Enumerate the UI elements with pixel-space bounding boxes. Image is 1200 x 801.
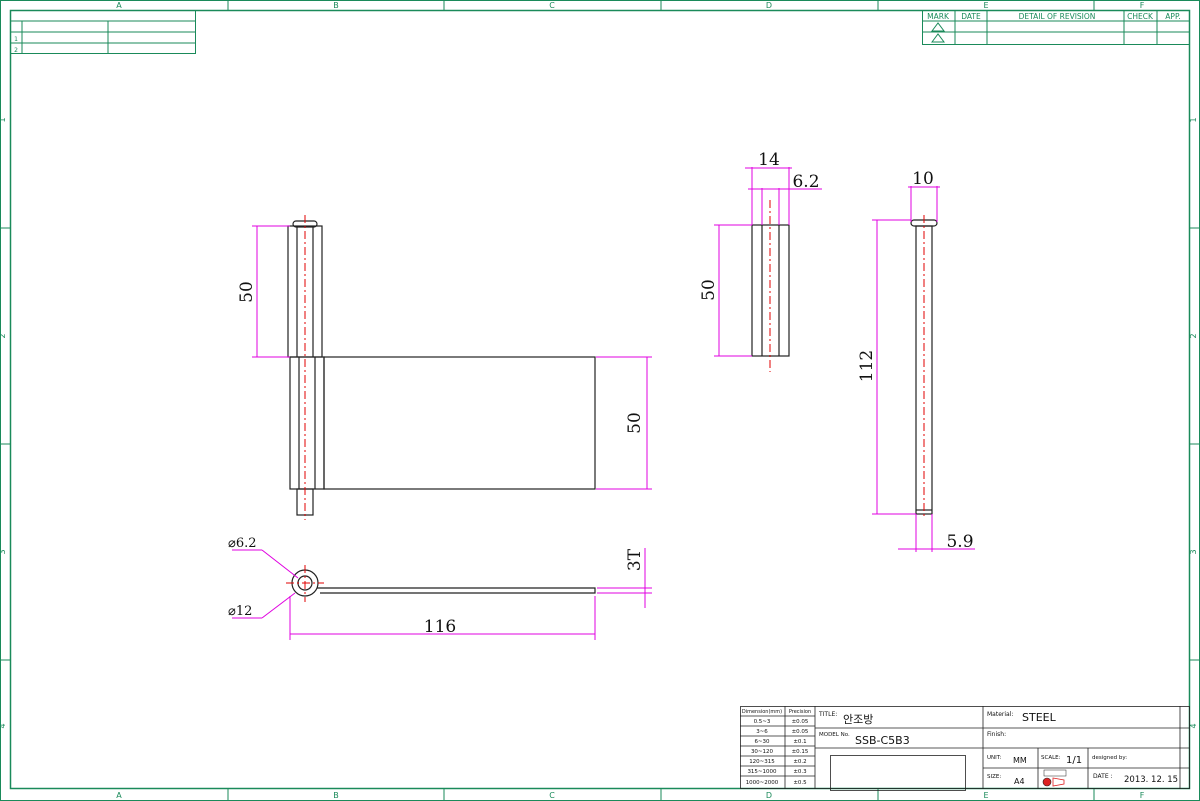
dim-pin-length: 112 [857,350,877,382]
precision-header-dimension: Dimension(mm) [742,709,782,715]
dim-eye-inner: ⌀6.2 [228,536,257,551]
precision-range: 315~1000 [747,769,777,775]
dim-thickness: 3T [625,548,645,571]
model-value: SSB-C5B3 [855,734,910,747]
col-label: D [766,1,772,10]
front-view: 50 50 [237,215,652,520]
col-label: F [1140,791,1145,800]
row-label: 3 [0,549,7,554]
row-number: 1 [14,36,18,43]
precision-value: ±0.2 [793,759,806,765]
column-labels-bottom: A B C D E F [116,791,1144,800]
precision-range: 3~6 [756,729,768,735]
col-label: C [549,1,555,10]
row-label: 1 [0,117,7,122]
title-label: TITLE: [818,711,837,718]
dim-side-pin-dia: 6.2 [792,172,819,192]
precision-value: ±0.15 [792,749,809,755]
col-label: E [983,1,988,10]
scale-value: 1/1 [1066,755,1082,766]
title-value: 안조방 [843,713,873,726]
col-label: A [116,791,122,800]
row-label: 4 [1189,723,1198,728]
precision-header-precision: Precision [789,709,811,715]
revision-header-app: APP. [1165,12,1180,21]
top-view: ⌀6.2 ⌀12 3T 116 [228,536,652,640]
designed-label: designed by: [1092,755,1127,761]
dim-total-length: 116 [424,617,456,637]
unit-label: UNIT: [987,755,1002,761]
precision-range: 120~315 [749,759,775,765]
unit-value: MM [1013,756,1027,765]
lower-knuckle [289,356,325,490]
revision-triangle-icon [931,22,945,32]
revision-triangle-icon [931,33,945,43]
col-label: B [333,791,339,800]
precision-value: ±0.1 [793,739,806,745]
revision-table: MARK DATE DETAIL OF REVISION CHECK APP. [922,10,1190,45]
col-label: D [766,791,772,800]
side-view: 14 6.2 50 [699,150,822,372]
pin-view: 10 112 5.9 [857,169,975,552]
col-label: C [549,791,555,800]
col-label: B [333,1,339,10]
revision-header-detail: DETAIL OF REVISION [1019,12,1096,21]
size-label: SIZE: [987,774,1001,780]
row-label: 1 [1189,117,1198,122]
material-value: STEEL [1022,711,1057,724]
precision-value: ±0.3 [793,769,807,775]
row-label: 2 [1189,333,1198,338]
precision-range: 0.5~3 [754,719,771,725]
precision-range: 6~30 [754,739,770,745]
scale-label: SCALE: [1041,755,1061,761]
precision-range: 30~120 [751,749,774,755]
dim-side-height: 50 [699,279,719,301]
dim-eye-outer: ⌀12 [228,604,252,619]
applied-drawing-table: 1 2 [10,10,196,54]
size-value: A4 [1014,777,1025,786]
precision-value: ±0.05 [792,719,809,725]
finish-label: Finish: [987,731,1006,738]
precision-value: ±0.05 [792,729,809,735]
precision-rows: 0.5~3 ±0.05 3~6 ±0.05 6~30 ±0.1 30~120 ±… [746,719,809,786]
logo-box [830,755,966,791]
projection-symbol-icon [1042,769,1067,787]
dim-pin-head: 10 [912,169,934,189]
revision-header-mark: MARK [927,12,950,21]
row-label: 2 [0,333,7,338]
dim-side-width: 14 [758,150,780,170]
revision-header-date: DATE [961,12,981,21]
hinge-leaf [323,356,596,490]
precision-range: 1000~2000 [746,780,779,786]
date-label: DATE : [1093,773,1113,780]
precision-value: ±0.5 [793,780,807,786]
title-block: Dimension(mm) Precision 0.5~3 ±0.05 3~6 … [740,706,1190,791]
col-label: A [116,1,122,10]
dim-leaf-height: 50 [625,412,645,434]
material-label: Material: [987,711,1013,718]
col-label: F [1140,1,1145,10]
leaf-top [317,587,596,594]
column-labels-top: A B C D E F [116,1,1144,10]
dim-pin-dia: 5.9 [946,532,973,552]
row-labels-right: 1 2 3 4 [1189,117,1198,728]
dim-pin-length: 50 [237,281,257,303]
model-label: MODEL No. [819,732,850,738]
row-label: 4 [0,723,7,728]
row-number: 2 [14,47,18,54]
revision-header-check: CHECK [1127,12,1154,21]
date-value: 2013. 12. 15 [1124,775,1178,785]
row-labels-left: 1 2 3 4 [0,117,7,728]
row-label: 3 [1189,549,1198,554]
col-label: E [983,791,988,800]
